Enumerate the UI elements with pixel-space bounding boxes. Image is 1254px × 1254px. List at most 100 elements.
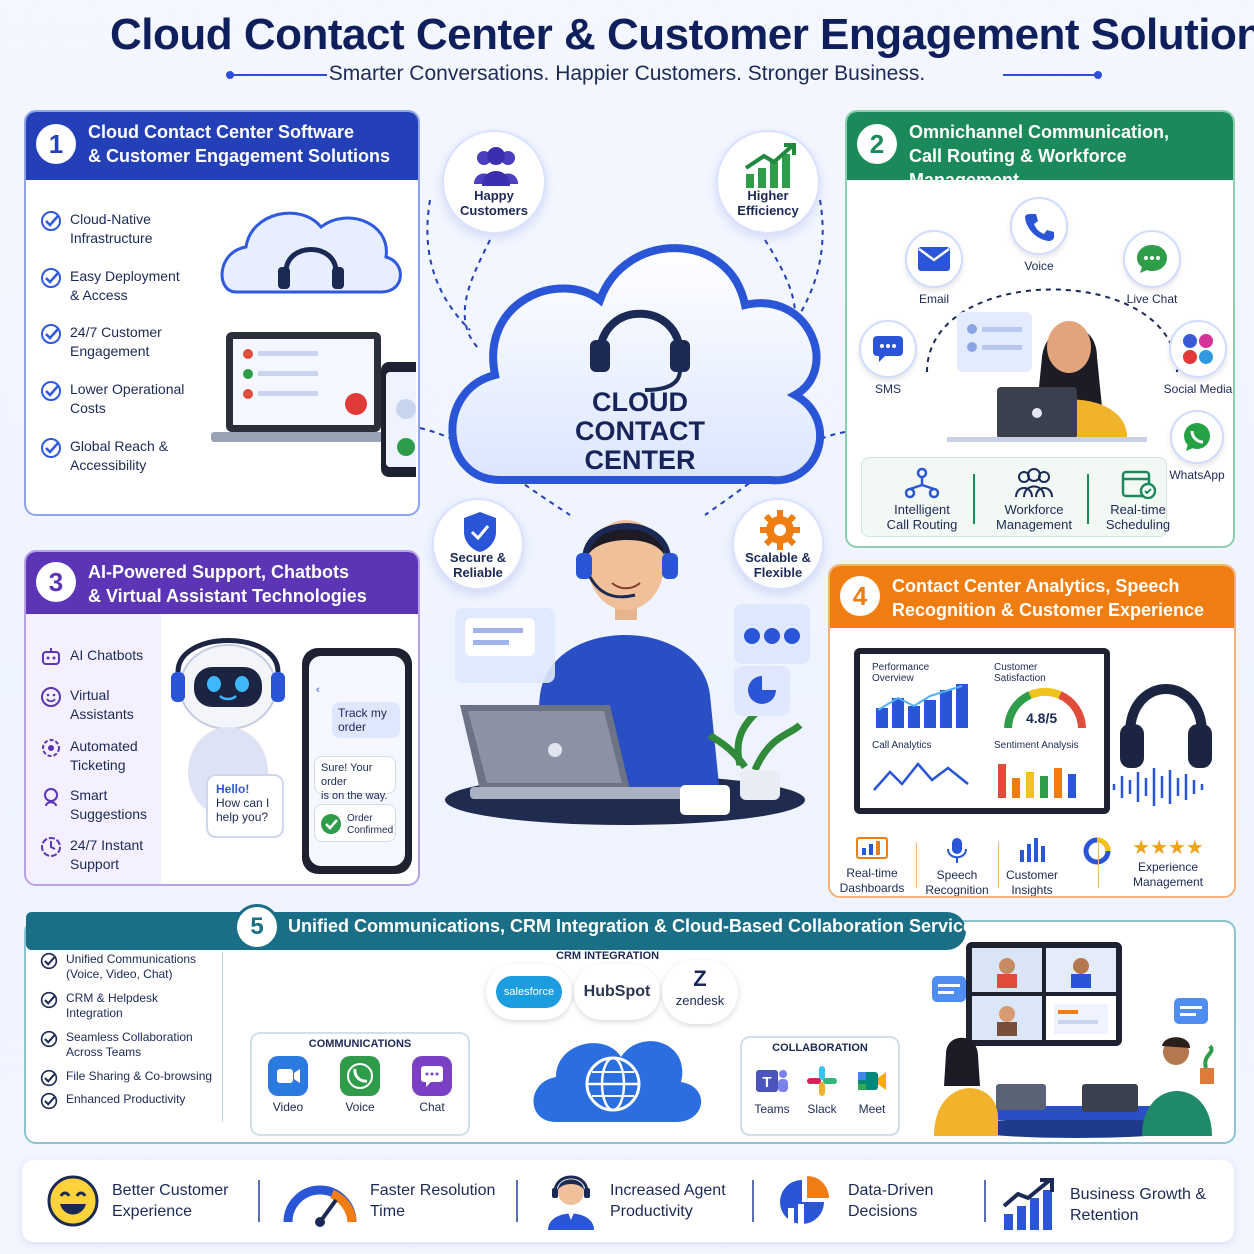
- growth-chart-icon: [744, 143, 796, 188]
- feature-label: Insights: [1011, 883, 1053, 897]
- bubble-happy-customers: Happy Customers: [442, 130, 546, 234]
- list-item: AI Chatbots: [40, 646, 143, 668]
- email-icon: [918, 247, 950, 271]
- agent-icon: [548, 1175, 594, 1230]
- phone-icon: [1025, 214, 1054, 241]
- channel-sms[interactable]: SMS: [853, 320, 923, 396]
- benefit-label: Better Customer: [112, 1182, 229, 1199]
- perf-overview-title: Performance Overview: [872, 662, 929, 684]
- panel1-header: Cloud Contact Center Software & Customer…: [26, 112, 418, 180]
- smile-icon: [47, 1175, 99, 1227]
- channel-live-chat[interactable]: Live Chat: [1117, 230, 1187, 306]
- dashboard-icon: [856, 837, 888, 859]
- routing-icon: [904, 467, 940, 499]
- social-icon: [1183, 334, 1213, 364]
- panel3-header: AI-Powered Support, Chatbots & Virtual A…: [26, 552, 418, 614]
- channel-label: Email: [918, 292, 949, 306]
- gauge-icon: [283, 1185, 357, 1227]
- channel-voice[interactable]: Voice: [1004, 197, 1074, 273]
- list-item-label: Lower Operational: [70, 381, 185, 397]
- performance-bars: [876, 684, 968, 728]
- team-video-meeting-illustration: [932, 942, 1214, 1138]
- list-item: Global Reach &Accessibility: [40, 437, 168, 475]
- panel-ai-support: AI-Powered Support, Chatbots & Virtual A…: [24, 550, 420, 886]
- feature-label: Real-time: [1110, 502, 1166, 517]
- collab-teams[interactable]: T Teams: [750, 1064, 794, 1117]
- list-item-label: Costs: [70, 400, 106, 416]
- bubble-label: Secure & Reliable: [449, 550, 507, 580]
- check-icon: [41, 438, 61, 458]
- panel5-title: Unified Communications, CRM Integration …: [288, 916, 984, 936]
- cloud-label-line: CONTACT: [575, 416, 705, 446]
- gear-icon: [760, 510, 800, 550]
- feature-label: Experience: [1137, 860, 1199, 874]
- panel2-header: Omnichannel Communication, Call Routing …: [847, 112, 1233, 190]
- chat-text: Track my: [338, 706, 387, 720]
- benefit-label: Experience: [112, 1203, 193, 1220]
- call-analytics-title: Call Analytics: [872, 740, 932, 751]
- collab-label: Slack: [807, 1102, 837, 1116]
- robot-icon: [42, 648, 60, 665]
- bubble-higher-efficiency: Higher Efficiency: [716, 130, 820, 234]
- feature-intelligent-call-routing: Intelligent Call Routing: [867, 467, 977, 532]
- chat-back-arrow[interactable]: ‹: [316, 684, 320, 696]
- ticketing-icon: [42, 739, 60, 757]
- panel4-title-line2: Recognition & Customer Experience: [892, 600, 1205, 620]
- collab-meet[interactable]: Meet: [850, 1064, 894, 1117]
- zendesk-badge[interactable]: Z zendesk: [662, 960, 738, 1024]
- bubble-label: Happy Customers: [460, 188, 528, 218]
- teams-icon: T: [756, 1070, 788, 1092]
- salesforce-badge[interactable]: salesforce: [486, 964, 572, 1020]
- robot-greeting: help you?: [216, 810, 269, 824]
- zendesk-logo-mark: Z: [693, 966, 707, 991]
- panel5-header: [26, 912, 966, 950]
- list-item-label: CRM & Helpdesk: [66, 991, 159, 1005]
- suggestion-icon: [44, 788, 58, 807]
- bubble-scalable-flexible: Scalable & Flexible: [732, 498, 824, 590]
- subtitle-dot-left: [226, 71, 234, 79]
- comm-chat[interactable]: Chat: [408, 1056, 456, 1115]
- divider: [1098, 842, 1099, 888]
- panel4-number: 4: [840, 576, 880, 616]
- robot-speech-bubble: Hello! How can I help you?: [206, 774, 284, 838]
- zendesk-label: zendesk: [675, 993, 725, 1008]
- workforce-icon: [1015, 468, 1053, 498]
- list-item-label: Easy Deployment: [70, 268, 180, 284]
- collab-slack[interactable]: Slack: [800, 1064, 844, 1117]
- panel2-number: 2: [857, 124, 897, 164]
- divider: [258, 1180, 260, 1222]
- svg-text:T: T: [762, 1074, 771, 1091]
- panel2-title-line1: Omnichannel Communication,: [909, 122, 1170, 142]
- comm-label: Voice: [345, 1100, 375, 1114]
- feature-experience-management: ★★★★ Experience Management: [1118, 836, 1218, 890]
- chat-text: order: [338, 720, 367, 734]
- check-icon: [40, 952, 58, 970]
- feature-label: Intelligent: [894, 502, 950, 517]
- feature-label: Real-time: [846, 866, 898, 880]
- hubspot-badge[interactable]: HubSpot: [574, 964, 660, 1020]
- app-window-icon: [734, 604, 810, 716]
- channel-email[interactable]: Email: [899, 230, 969, 306]
- benefit-label: Faster Resolution: [370, 1182, 496, 1199]
- chat-icon: [412, 1056, 452, 1096]
- order-confirmed-card: Order Confirmed: [314, 804, 396, 842]
- list-item-label: Ticketing: [70, 757, 126, 773]
- csat-gauge: [1004, 687, 1086, 729]
- shield-icon: [464, 512, 496, 552]
- channel-orbit: [926, 288, 1178, 373]
- divider: [516, 1180, 518, 1222]
- comm-voice[interactable]: Voice: [336, 1056, 384, 1115]
- channel-social-media[interactable]: Social Media: [1153, 320, 1233, 396]
- comm-video[interactable]: Video: [264, 1056, 312, 1115]
- calendar-icon: [1121, 470, 1157, 500]
- feature-real-time-scheduling: Real-time Scheduling: [1091, 467, 1185, 532]
- robot-greeting: Hello!: [216, 782, 250, 796]
- list-item-label: Enhanced Productivity: [66, 1092, 186, 1106]
- channel-whatsapp[interactable]: WhatsApp: [1157, 410, 1233, 482]
- check-icon: [41, 324, 61, 344]
- sms-icon: [873, 336, 903, 362]
